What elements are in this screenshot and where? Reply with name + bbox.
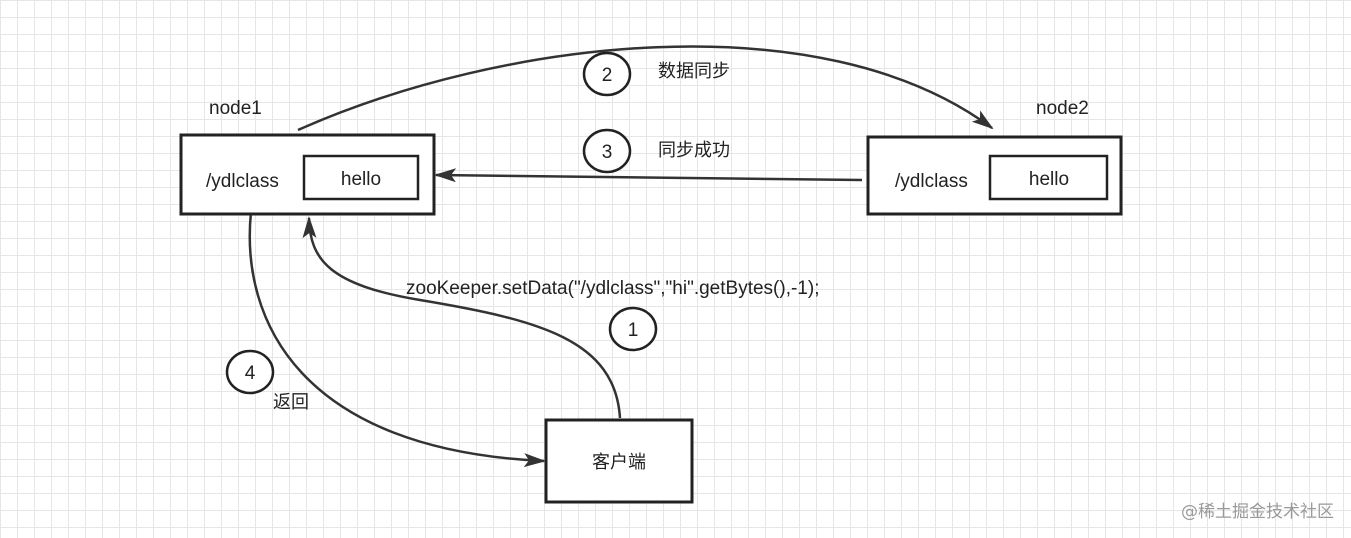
node1-name: node1 — [209, 98, 262, 119]
step-4-number: 4 — [245, 363, 256, 384]
edge-sync-success — [434, 168, 863, 183]
step-4-circle — [225, 349, 275, 395]
client-label: 客户端 — [592, 452, 646, 473]
step-2-number: 2 — [602, 65, 613, 86]
node2-value-box — [988, 154, 1109, 201]
edge-return — [248, 211, 546, 468]
node1: node1 /ydlclass hello — [179, 98, 436, 216]
step-1-number: 1 — [628, 320, 639, 341]
step-4: 4 返回 — [225, 349, 309, 413]
step-2-label: 数据同步 — [658, 61, 730, 82]
node1-path: /ydlclass — [206, 171, 279, 192]
step-3-number: 3 — [602, 142, 613, 163]
node1-value: hello — [341, 169, 381, 190]
client: 客户端 — [544, 418, 694, 504]
step-4-label: 返回 — [273, 392, 309, 413]
step-3-circle — [582, 128, 632, 174]
edge-set-data — [302, 216, 622, 419]
step-1-label: zooKeeper.setData("/ydlclass","hi".getBy… — [406, 278, 819, 299]
node2-value: hello — [1029, 169, 1069, 190]
step-3: 3 同步成功 — [582, 128, 730, 174]
edge-data-sync — [297, 45, 994, 132]
client-box — [544, 418, 694, 504]
step-2-circle — [582, 51, 632, 97]
node2: node2 /ydlclass hello — [866, 98, 1123, 216]
node2-path: /ydlclass — [895, 171, 968, 192]
node2-name: node2 — [1036, 98, 1089, 119]
node1-value-box — [302, 154, 420, 201]
step-3-label: 同步成功 — [658, 140, 730, 161]
step-2: 2 数据同步 — [582, 51, 730, 97]
watermark: @稀土掘金技术社区 — [1181, 502, 1334, 522]
step-1: zooKeeper.setData("/ydlclass","hi".getBy… — [406, 278, 819, 352]
step-1-circle — [608, 306, 658, 352]
